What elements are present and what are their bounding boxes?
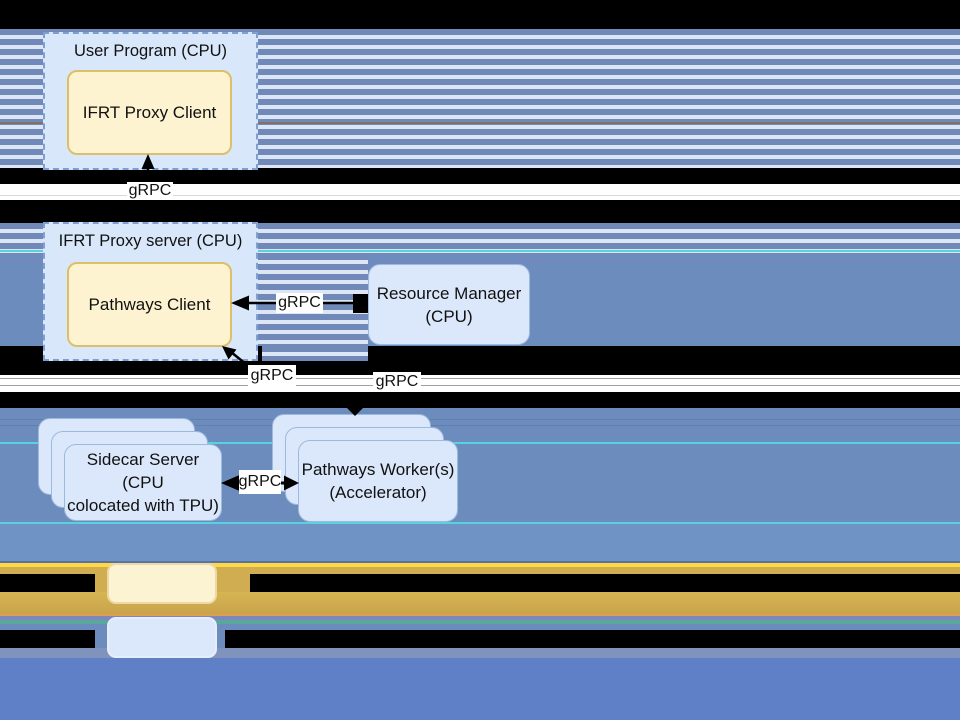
resource-manager-line1: Resource Manager xyxy=(376,283,522,303)
black-band-2 xyxy=(0,200,960,223)
black-band-1 xyxy=(0,168,960,184)
ifrt-proxy-client-label: IFRT Proxy Client xyxy=(82,102,217,122)
grpc-label-sidecar-workers: gRPC xyxy=(239,470,281,494)
orange-artifact-line xyxy=(0,614,960,616)
ifrt-proxy-client-node: IFRT Proxy Client xyxy=(67,70,232,155)
black-band-6-right xyxy=(225,630,960,648)
violet-artifact-line-1 xyxy=(0,260,960,262)
pathways-client-label: Pathways Client xyxy=(88,294,211,314)
faint-line-1 xyxy=(0,419,960,420)
resource-manager-node: Resource Manager (CPU) xyxy=(368,264,530,345)
gray-artifact-line-2 xyxy=(0,378,960,379)
yellow-artifact-line xyxy=(0,563,960,567)
cyan-artifact-line-3 xyxy=(0,522,960,524)
pathways-client-node: Pathways Client xyxy=(67,262,232,347)
grpc-label-rm-client: gRPC xyxy=(276,293,323,313)
brown-artifact-line xyxy=(0,122,960,124)
ifrt-proxy-server-title: IFRT Proxy server (CPU) xyxy=(58,232,243,250)
sidecar-server-line1: Sidecar Server (CPU xyxy=(86,450,200,492)
pathways-workers-card-front: Pathways Worker(s) (Accelerator) xyxy=(298,440,458,522)
cyan-artifact-line-1 xyxy=(0,250,960,252)
black-band-5-left xyxy=(0,574,95,592)
white-band-1 xyxy=(0,184,960,200)
black-band-6-left xyxy=(0,630,95,648)
legend-blue-swatch xyxy=(107,617,217,658)
user-program-title: User Program (CPU) xyxy=(73,42,228,60)
background-stripes-gap-patch xyxy=(262,346,368,361)
pathways-workers-line2: (Accelerator) xyxy=(329,483,427,502)
black-band-4 xyxy=(0,392,960,408)
bottom-blue-band xyxy=(0,658,960,720)
legend-yellow-swatch xyxy=(107,563,217,604)
faint-line-2 xyxy=(0,425,960,426)
resource-manager-line2: (CPU) xyxy=(425,306,473,326)
grpc-label-rm-workers: gRPC xyxy=(373,372,421,391)
top-black-band xyxy=(0,0,960,29)
teal-artifact-line xyxy=(0,620,960,624)
cyan-artifact-line-2 xyxy=(0,442,960,444)
sidecar-server-line2: colocated with TPU) xyxy=(67,496,219,515)
dark-blue-line xyxy=(0,561,960,563)
pathways-workers-line1: Pathways Worker(s) xyxy=(301,460,455,479)
gray-artifact-line-3 xyxy=(0,385,960,386)
sidecar-server-card-front: Sidecar Server (CPU colocated with TPU) xyxy=(64,444,222,521)
white-band-2 xyxy=(0,375,960,392)
gold-band-2 xyxy=(0,592,960,615)
blue-band-lower xyxy=(0,524,960,561)
gray-artifact-line-1 xyxy=(0,195,960,196)
grpc-label-sidecar-client: gRPC xyxy=(248,365,296,386)
violet-artifact-line-2 xyxy=(0,616,960,620)
black-band-5-right xyxy=(250,574,960,592)
blue-gray-band xyxy=(0,648,960,658)
grpc-label-client-proxy: gRPC xyxy=(127,181,173,199)
